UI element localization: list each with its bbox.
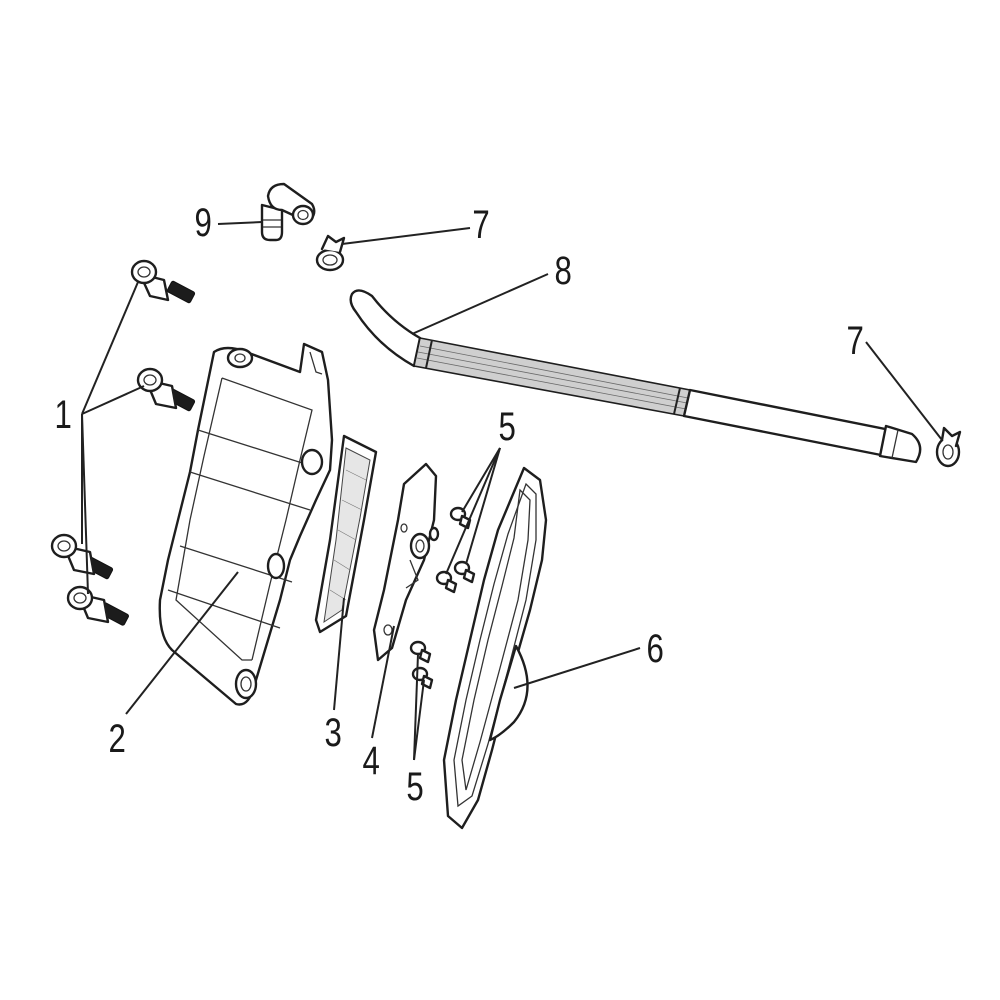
part-6-outer-gasket — [442, 466, 548, 830]
part-2-cover-housing — [158, 342, 334, 706]
part-8-breather-hose — [349, 289, 922, 464]
part-4-reed-plate — [372, 462, 440, 662]
callout-5-lower: 5 — [406, 764, 423, 809]
callout-1: 1 — [54, 392, 71, 437]
part-7-hose-clamp-upper — [315, 234, 346, 272]
part-9-elbow-fitting — [260, 182, 316, 242]
callout-4: 4 — [362, 738, 379, 783]
leader-lines — [81, 221, 943, 761]
callout-7-right: 7 — [846, 318, 863, 363]
callout-labels: 1 2 3 4 5 5 6 7 7 8 9 — [54, 200, 863, 809]
part-1-flange-bolts — [50, 259, 196, 626]
callout-5-upper: 5 — [498, 404, 515, 449]
callout-8: 8 — [554, 248, 571, 293]
part-3-gasket-plate — [314, 434, 378, 634]
callout-2: 2 — [108, 716, 125, 761]
callout-7-upper: 7 — [472, 202, 489, 247]
callout-9: 9 — [194, 200, 211, 245]
part-7-hose-clamp-right — [935, 426, 962, 468]
callout-6: 6 — [646, 626, 663, 671]
callout-3: 3 — [324, 710, 341, 755]
